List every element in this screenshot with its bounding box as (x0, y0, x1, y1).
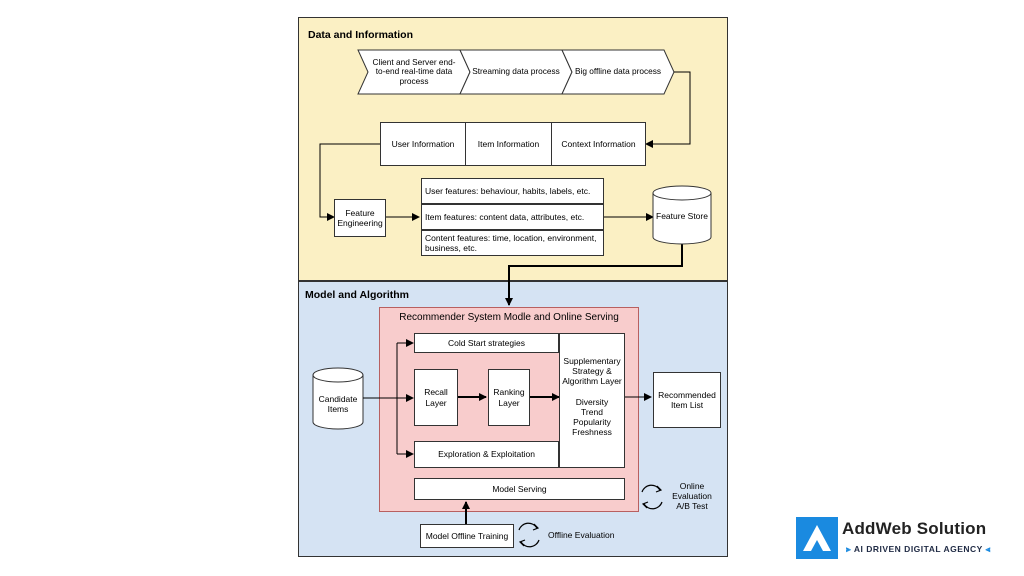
realtime-process-label: Client and Server end-to-end real-time d… (372, 56, 456, 86)
model-section-title: Model and Algorithm (305, 289, 410, 301)
supp-trend: Trend (581, 406, 603, 417)
feature-engineering-box: Feature Engineering (334, 199, 386, 237)
feature-store-label: Feature Store (656, 211, 708, 221)
logo-mark (796, 517, 838, 559)
candidate-items-label: Candidate Items (318, 394, 358, 415)
cold-start-box: Cold Start strategies (414, 333, 559, 353)
supp-popularity: Popularity (573, 416, 611, 427)
item-information-box: Item Information (465, 122, 552, 166)
supp-diversity: Diversity (575, 396, 609, 407)
supplementary-strategy-box: Supplementary Strategy & Algorithm Layer… (559, 333, 625, 468)
content-features-box: Content features: time, location, enviro… (421, 230, 604, 256)
context-information-box: Context Information (551, 122, 646, 166)
exploration-exploitation-box: Exploration & Exploitation (414, 441, 559, 468)
recommender-title: Recommender System Modle and Online Serv… (399, 312, 619, 323)
model-serving-box: Model Serving (414, 478, 625, 500)
recall-layer-box: Recall Layer (414, 369, 458, 426)
item-features-box: Item features: content data, attributes,… (421, 204, 604, 230)
offline-process-label: Big offline data process (574, 66, 662, 77)
data-section-title: Data and Information (308, 29, 414, 41)
logo-name: AddWeb Solution (842, 519, 987, 538)
user-information-box: User Information (380, 122, 466, 166)
supp-freshness: Freshness (572, 427, 612, 438)
streaming-process-label: Streaming data process (472, 66, 560, 77)
recommended-item-list-box: Recommended Item List (653, 372, 721, 428)
logo-tagline: ⫸ AI DRIVEN DIGITAL AGENCY ⫷ (846, 544, 991, 554)
model-offline-training-box: Model Offline Training (420, 524, 514, 548)
supplementary-title: Supplementary Strategy & Algorithm Layer (562, 356, 622, 387)
ranking-layer-box: Ranking Layer (488, 369, 530, 426)
logo-tagline-text: AI DRIVEN DIGITAL AGENCY (853, 544, 983, 554)
offline-evaluation-label: Offline Evaluation (548, 530, 615, 540)
user-features-box: User features: behaviour, habits, labels… (421, 178, 604, 204)
online-evaluation-label: Online Evaluation A/B Test (672, 481, 712, 512)
